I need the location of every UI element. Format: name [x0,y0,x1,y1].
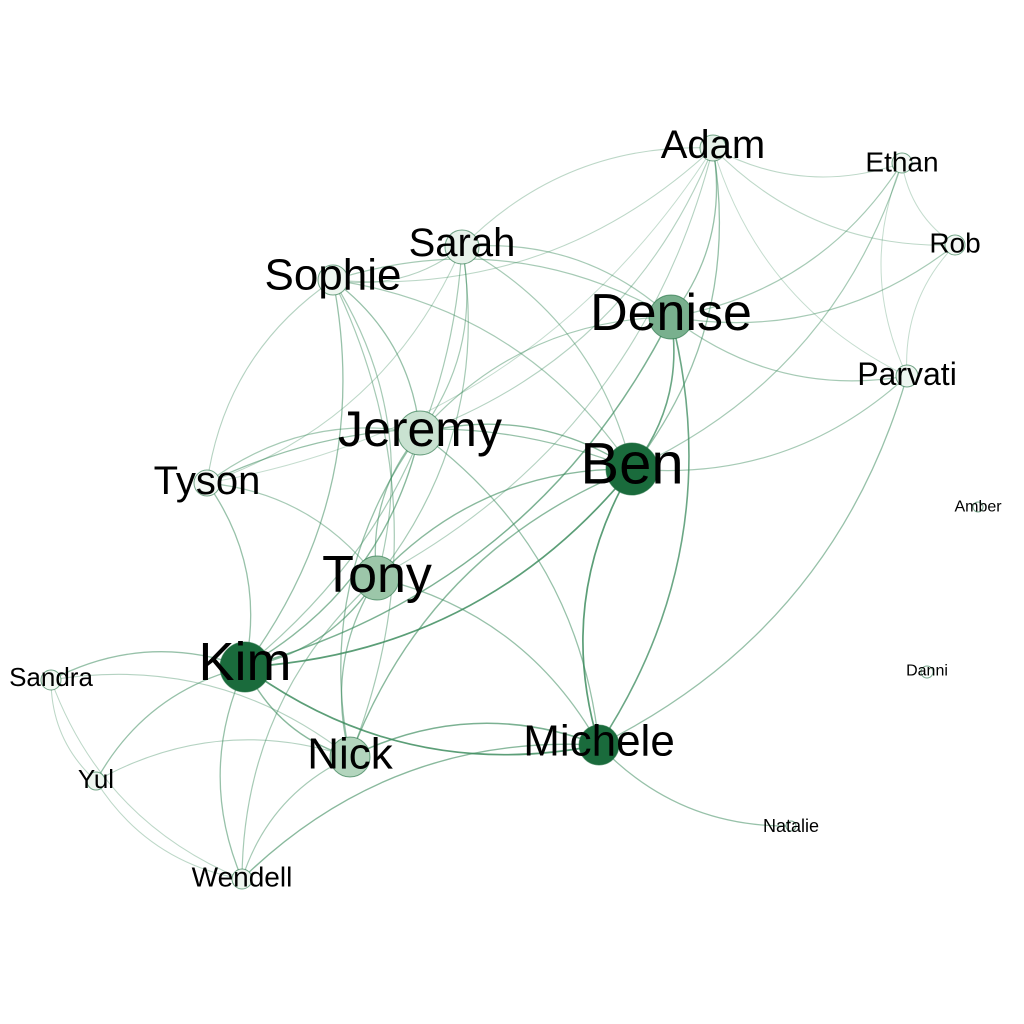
node-nick[interactable] [329,736,371,778]
edge-ben-tony [376,468,633,579]
edge-nick-wendell [241,756,351,880]
edge-kim-wendell [219,666,246,880]
nodes-layer [40,134,984,890]
edge-kim-michele [244,666,600,756]
edge-ben-sophie [332,279,633,470]
edge-ben-jeremy [419,423,633,470]
edge-denise-jeremy [419,316,672,434]
edge-jeremy-sarah [419,246,468,434]
edge-michele-natalie [598,744,792,827]
edge-rob-parvati [906,244,956,377]
edge-tyson-sarah [206,246,463,484]
edge-ben-ethan [631,162,903,470]
node-michele[interactable] [578,724,620,766]
edge-tony-tyson [206,482,378,579]
edge-kim-sophie [244,279,344,668]
node-label-amber: Amber [954,499,1002,516]
node-label-sarah: Sarah [409,221,516,265]
node-label-tony: Tony [322,546,432,604]
edge-michele-tony [376,577,600,746]
edge-ethan-parvati [880,162,908,377]
node-rob[interactable] [944,234,966,256]
node-label-sandra: Sandra [9,662,93,692]
node-amber[interactable] [972,501,984,513]
node-denise[interactable] [648,294,694,340]
edge-tony-sophie [332,279,393,579]
node-label-rob: Rob [929,228,980,259]
edge-tony-sarah [376,246,469,579]
node-ben[interactable] [605,442,659,496]
node-sarah[interactable] [444,229,480,265]
edge-denise-parvati [670,316,908,382]
edge-tony-adam [376,147,714,579]
node-yul[interactable] [86,771,106,791]
node-label-wendell: Wendell [192,862,293,893]
node-wendell[interactable] [231,868,253,890]
edge-adam-rob [712,147,956,246]
node-parvati[interactable] [895,364,919,388]
edge-denise-rob [670,244,956,324]
edge-adam-ethan [712,147,903,178]
node-label-tyson: Tyson [154,459,261,503]
edge-adam-sarah [461,147,714,248]
node-natalie[interactable] [785,820,797,832]
edge-tony-wendell [241,577,378,880]
edge-yul-wendell [95,780,243,880]
edge-ben-sarah [461,246,633,470]
node-label-sophie: Sophie [264,251,401,300]
edge-jeremy-tyson [206,427,421,484]
edge-sandra-wendell [50,679,243,880]
edge-jeremy-nick [340,432,421,758]
edge-jeremy-adam [419,147,714,434]
edge-nick-sophie [332,279,395,758]
node-ethan[interactable] [891,152,913,174]
edge-tyson-adam [206,147,714,484]
edge-nick-sandra [50,673,351,758]
edge-ben-adam [631,147,721,470]
node-sandra[interactable] [40,669,62,691]
edge-michele-nick [349,722,600,758]
edge-tony-nick [340,577,378,758]
edge-michele-jeremy [419,432,600,746]
edge-sophie-adam [332,147,714,283]
node-label-danni: Danni [906,663,948,680]
node-label-jeremy: Jeremy [338,401,502,457]
edge-michele-denise [598,316,690,746]
edge-denise-sophie [332,258,672,318]
edge-ethan-rob [901,162,956,246]
edge-denise-sarah [461,245,672,318]
node-label-kim: Kim [199,632,292,692]
node-kim[interactable] [219,641,271,693]
node-label-nick: Nick [307,730,394,779]
edge-ben-parvati [631,375,908,472]
edge-sophie-tyson [206,279,334,484]
node-jeremy[interactable] [397,410,443,456]
node-label-natalie: Natalie [763,816,819,836]
edge-sandra-yul [50,679,97,782]
node-sophie[interactable] [317,264,349,296]
edge-michele-wendell [241,743,600,880]
node-label-yul: Yul [78,764,114,794]
node-adam[interactable] [699,134,727,162]
node-label-denise: Denise [590,284,752,342]
edge-ben-michele [582,468,633,746]
edge-ben-nick [349,468,633,758]
node-label-parvati: Parvati [857,356,957,392]
edge-denise-ethan [670,162,903,318]
edge-michele-parvati [598,375,908,746]
node-label-ethan: Ethan [865,147,938,178]
node-danni[interactable] [920,665,934,679]
node-label-adam: Adam [661,123,766,167]
node-label-michele: Michele [523,717,675,766]
edge-nick-yul [95,739,351,782]
edge-kim-sarah [244,246,463,668]
edge-kim-denise [244,316,672,668]
node-tony[interactable] [354,555,400,601]
edge-adam-parvati [712,147,908,377]
node-label-ben: Ben [580,432,683,497]
edge-kim-ben [244,468,633,668]
node-tyson[interactable] [193,469,221,497]
